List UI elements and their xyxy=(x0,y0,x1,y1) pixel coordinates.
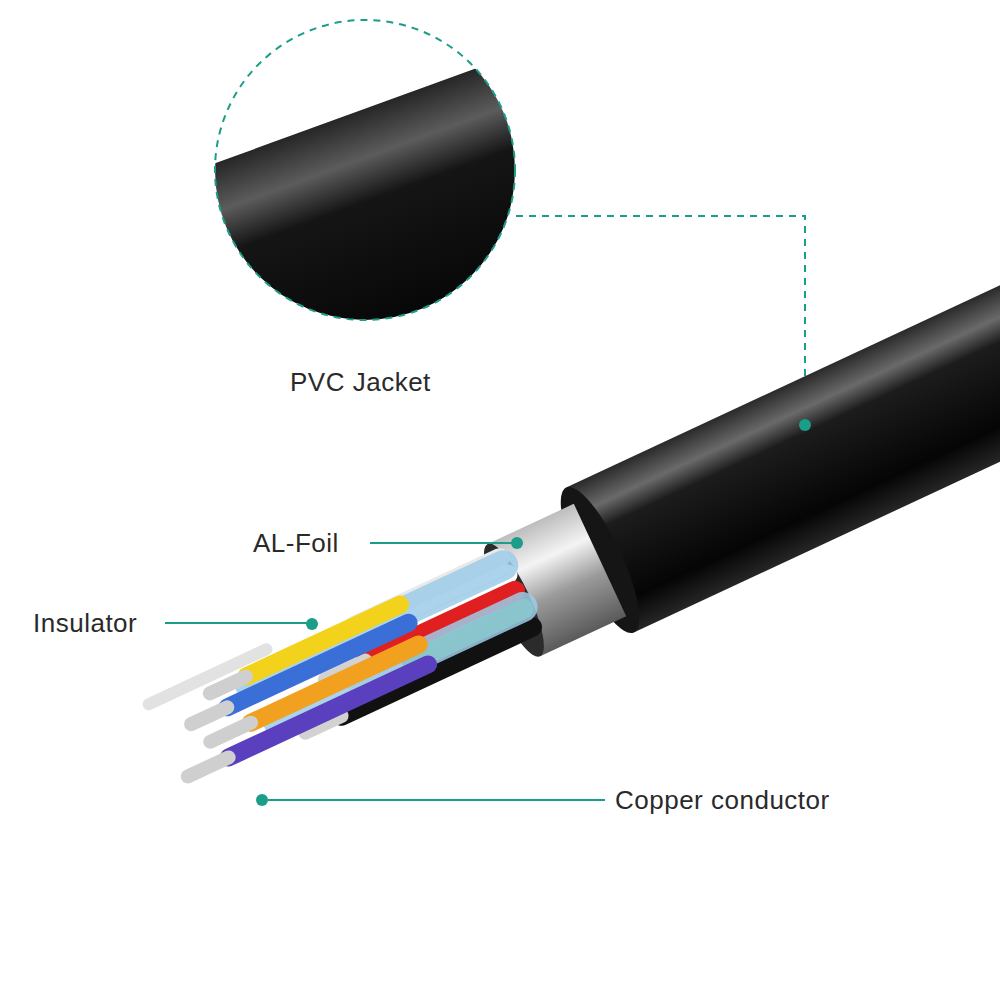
leader-lines xyxy=(165,419,811,806)
magnified-jacket xyxy=(62,14,704,435)
part-label: PVC Jacket xyxy=(290,366,431,398)
magnifier-ring xyxy=(215,20,515,320)
part-label: Copper conductor xyxy=(615,784,830,816)
part-label: AL-Foil xyxy=(253,527,339,559)
cable-body xyxy=(140,192,1000,831)
dashed-leader xyxy=(516,216,805,424)
part-label: Insulator xyxy=(33,607,137,639)
